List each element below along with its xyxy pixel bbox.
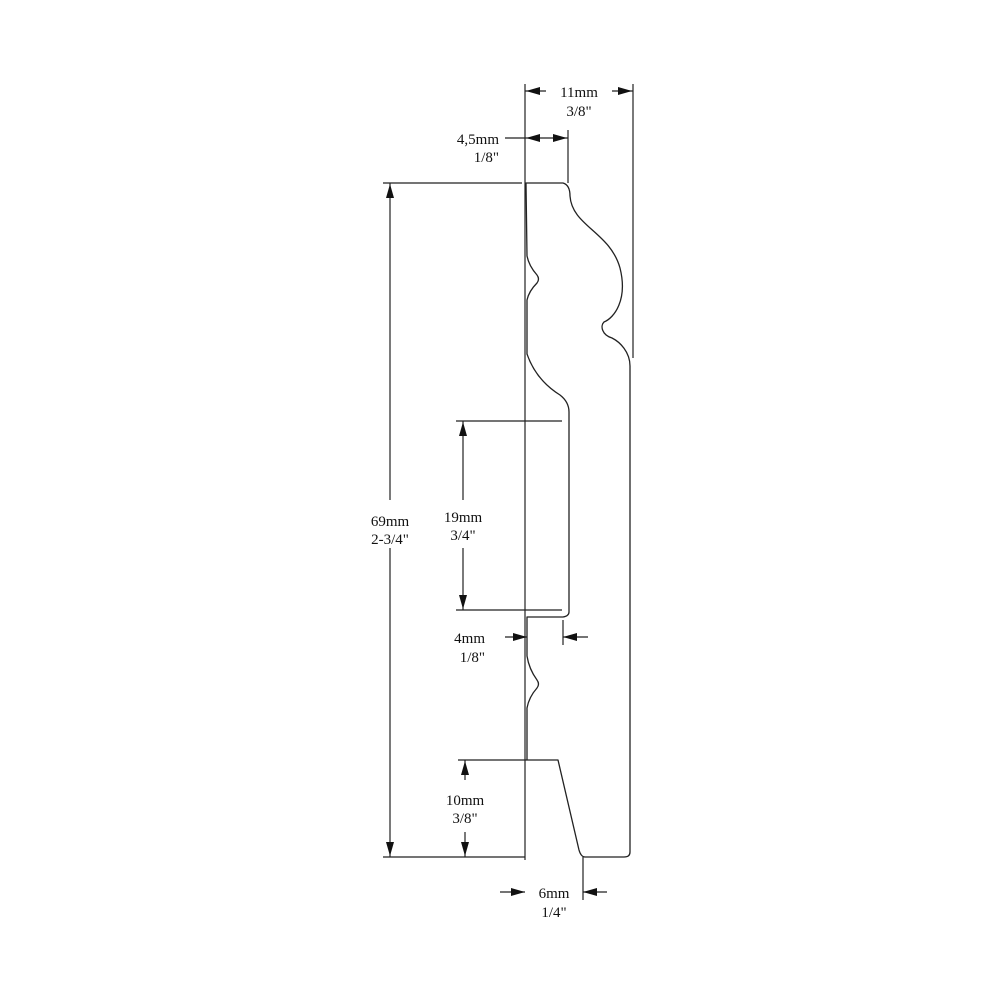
label-19mm-imperial: 3/4" [450, 528, 475, 544]
label-10mm-metric: 10mm [446, 793, 485, 809]
arrow-4mm-left [513, 633, 527, 641]
label-69mm-metric: 69mm [371, 514, 410, 530]
arrow-10mm-top [461, 761, 469, 775]
label-4mm-imperial: 1/8" [460, 650, 485, 666]
label-6mm-imperial: 1/4" [541, 905, 566, 921]
label-10mm-imperial: 3/8" [452, 811, 477, 827]
arrow-69mm-top [386, 184, 394, 198]
arrow-4-5mm-right [553, 134, 567, 142]
arrow-11mm-right [618, 87, 632, 95]
arrow-6mm-right [583, 888, 597, 896]
arrow-6mm-left [511, 888, 525, 896]
label-6mm-metric: 6mm [539, 886, 570, 902]
label-4-5mm-metric: 4,5mm [457, 132, 499, 148]
arrow-19mm-bottom [459, 595, 467, 609]
arrow-11mm-left [526, 87, 540, 95]
arrow-69mm-bottom [386, 842, 394, 856]
molding-profile-outline [525, 182, 631, 858]
label-4mm-metric: 4mm [454, 631, 485, 647]
arrow-10mm-bottom [461, 842, 469, 856]
label-11mm-metric: 11mm [560, 85, 598, 101]
label-11mm-imperial: 3/8" [566, 104, 591, 120]
arrow-4-5mm-left [526, 134, 540, 142]
label-4-5mm-imperial: 1/8" [474, 150, 499, 166]
arrow-19mm-top [459, 422, 467, 436]
label-19mm-metric: 19mm [444, 510, 483, 526]
label-69mm-imperial: 2-3/4" [371, 532, 409, 548]
arrow-4mm-right [563, 633, 577, 641]
